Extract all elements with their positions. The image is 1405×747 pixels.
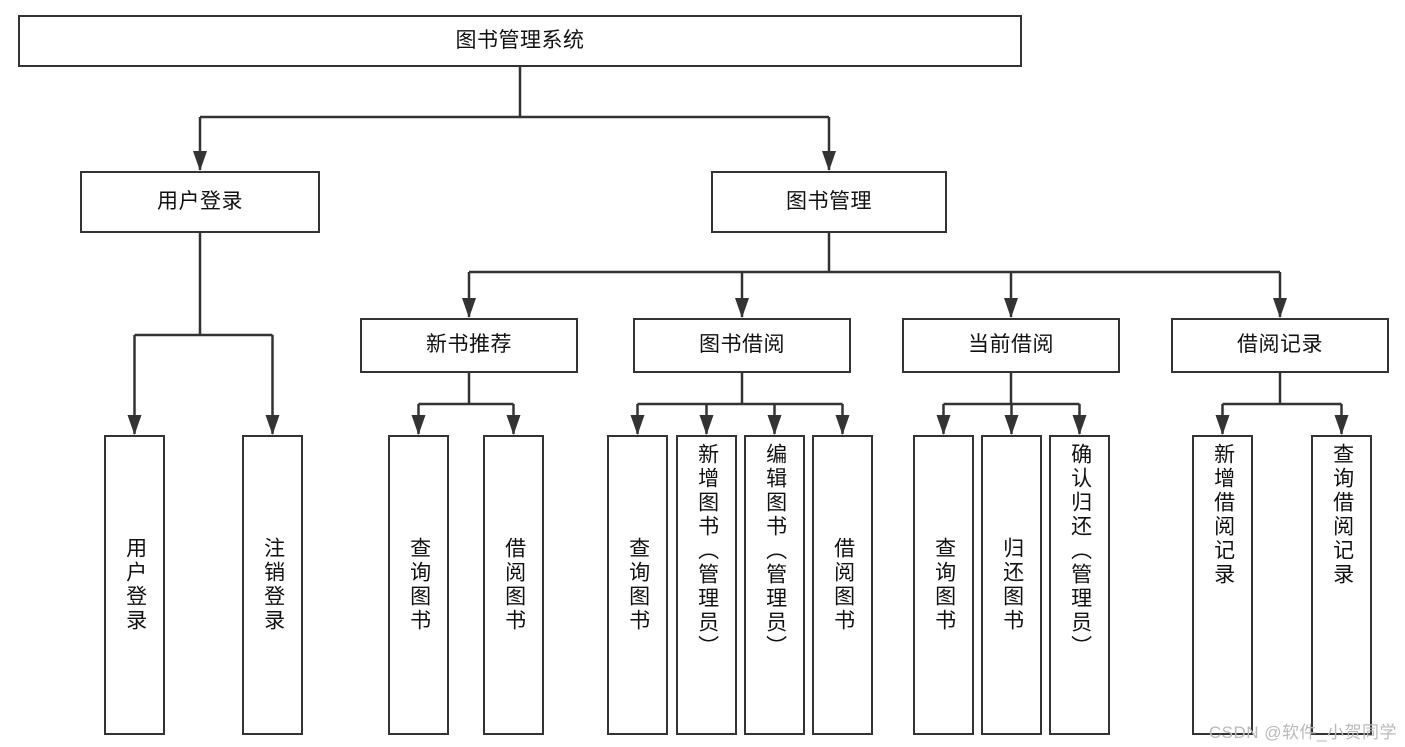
arrowhead-icon — [822, 151, 836, 171]
node-leaf-query-book-recommend: 查询图书 — [388, 435, 449, 735]
arrowhead-icon — [1004, 415, 1019, 435]
node-label: 借阅图书 — [502, 537, 526, 633]
node-leaf-user-login: 用户登录 — [104, 435, 165, 735]
node-book-manage: 图书管理 — [711, 171, 947, 233]
node-book-borrow: 图书借阅 — [633, 318, 851, 373]
node-label: 查询图书 — [626, 537, 650, 633]
arrowhead-icon — [1334, 415, 1349, 435]
arrowhead-icon — [936, 415, 951, 435]
arrowhead-icon — [411, 415, 426, 435]
node-leaf-return-book: 归还图书 — [981, 435, 1042, 735]
node-new-book-recommend: 新书推荐 — [360, 318, 578, 373]
arrowhead-icon — [767, 415, 782, 435]
node-label: 图书借阅 — [699, 333, 785, 357]
arrowhead-icon — [699, 415, 714, 435]
arrowhead-icon — [1072, 415, 1087, 435]
arrowhead-icon — [506, 415, 521, 435]
arrowhead-icon — [265, 415, 280, 435]
node-label: 借阅图书 — [831, 537, 855, 633]
node-label: 新增借阅记录 — [1211, 443, 1235, 587]
node-label: 查询图书 — [932, 537, 956, 633]
arrowhead-icon — [735, 298, 749, 318]
node-label: 编辑图书（管理员） — [763, 443, 787, 659]
node-label: 用户登录 — [123, 537, 147, 633]
node-label: 注销登录 — [261, 537, 285, 633]
arrowhead-icon — [630, 415, 645, 435]
node-current-borrow: 当前借阅 — [902, 318, 1120, 373]
arrowhead-icon — [127, 415, 142, 435]
node-label: 图书管理系统 — [455, 28, 585, 52]
node-label: 新书推荐 — [426, 333, 512, 357]
node-leaf-borrow-book-recommend: 借阅图书 — [483, 435, 544, 735]
arrowhead-icon — [462, 298, 476, 318]
node-root: 图书管理系统 — [18, 15, 1022, 67]
node-user-login: 用户登录 — [80, 171, 320, 233]
node-leaf-user-logout: 注销登录 — [242, 435, 303, 735]
node-label: 用户登录 — [157, 189, 243, 213]
node-label: 查询借阅记录 — [1330, 443, 1354, 587]
node-leaf-query-book-borrow: 查询图书 — [607, 435, 668, 735]
node-label: 确认归还（管理员） — [1068, 443, 1092, 659]
node-label: 新增图书（管理员） — [695, 443, 719, 659]
node-borrow-record: 借阅记录 — [1171, 318, 1389, 373]
node-label: 图书管理 — [786, 189, 872, 213]
arrowhead-icon — [1215, 415, 1230, 435]
node-label: 查询图书 — [407, 537, 431, 633]
node-label: 当前借阅 — [968, 333, 1054, 357]
node-leaf-add-borrow-record: 新增借阅记录 — [1192, 435, 1253, 735]
node-leaf-borrow-book: 借阅图书 — [812, 435, 873, 735]
node-leaf-query-book-current: 查询图书 — [913, 435, 974, 735]
node-leaf-query-borrow-record: 查询借阅记录 — [1311, 435, 1372, 735]
node-leaf-add-book: 新增图书（管理员） — [676, 435, 737, 735]
node-leaf-confirm-return: 确认归还（管理员） — [1049, 435, 1110, 735]
node-label: 归还图书 — [1000, 537, 1024, 633]
node-leaf-edit-book: 编辑图书（管理员） — [744, 435, 805, 735]
watermark-label: CSDN @软件_小贺同学 — [1208, 723, 1397, 742]
node-label: 借阅记录 — [1237, 333, 1323, 357]
arrowhead-icon — [835, 415, 850, 435]
arrowhead-icon — [1273, 298, 1287, 318]
arrowhead-icon — [193, 151, 207, 171]
arrowhead-icon — [1004, 298, 1018, 318]
